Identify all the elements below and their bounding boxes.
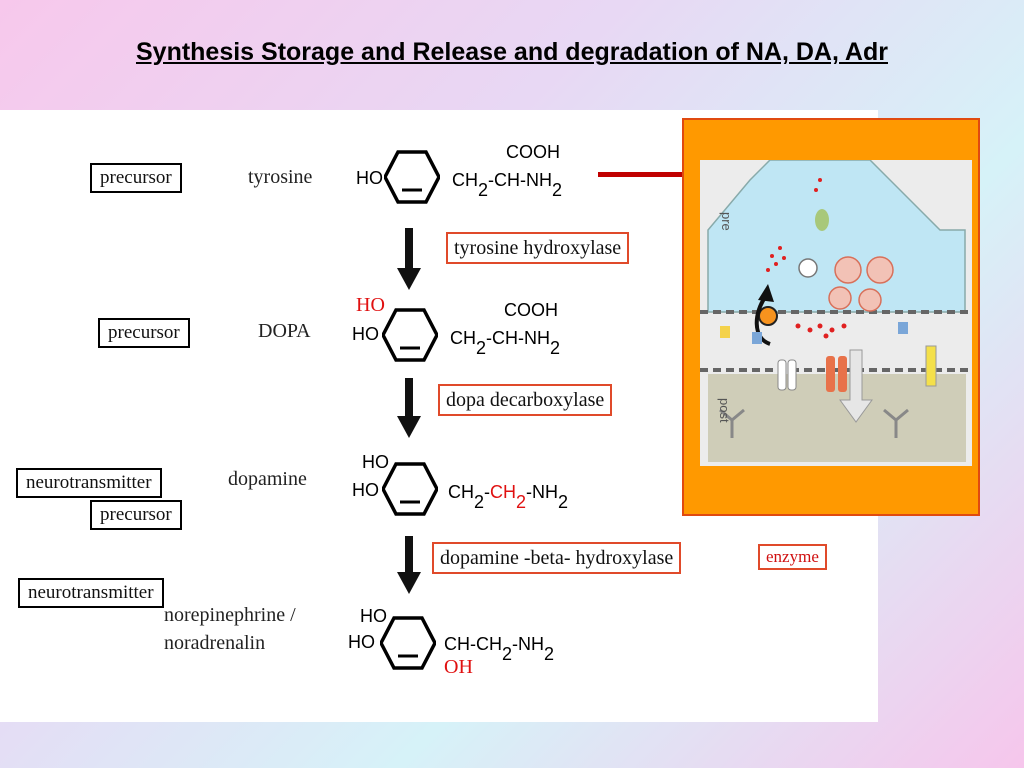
arrow-down-icon <box>397 228 421 290</box>
arrow-down-icon <box>397 378 421 438</box>
beta-hydroxyl-group: OH <box>444 656 473 678</box>
hydroxyl-group: HO <box>352 480 379 500</box>
benzene-ring-icon <box>384 150 440 204</box>
label-precursor-dopamine: precursor <box>90 500 182 530</box>
enzyme-dopa-decarboxylase: dopa decarboxylase <box>438 384 613 416</box>
benzene-ring-icon <box>380 616 436 670</box>
page-title: Synthesis Storage and Release and degrad… <box>135 38 888 66</box>
carboxyl-group: COOH <box>506 142 560 162</box>
enzyme-tag: enzyme <box>758 544 827 570</box>
side-chain-dopamine: CH2-CH2-NH2 <box>448 482 569 512</box>
benzene-ring-icon <box>382 462 438 516</box>
enzyme-tyrosine-hydroxylase: tyrosine hydroxylase <box>446 232 630 264</box>
hydroxyl-group: HO <box>362 452 389 472</box>
label-neurotransmitter-norepinephrine: neurotransmitter <box>18 578 164 608</box>
label-precursor-tyrosine: precursor <box>90 163 182 193</box>
pre-label: pre <box>719 212 734 231</box>
side-chain-dopa: CH2-CH-NH2 <box>450 328 561 358</box>
side-chain-tyrosine: CH2-CH-NH2 <box>452 170 563 200</box>
benzene-ring-icon <box>382 308 438 362</box>
hydroxyl-group: HO <box>360 606 387 626</box>
compound-tyrosine: tyrosine <box>248 166 313 188</box>
label-precursor-dopa: precursor <box>98 318 190 348</box>
arrow-down-icon <box>397 536 421 594</box>
synapse-inner-panel: pre post <box>700 159 972 466</box>
added-hydroxyl-group: HO <box>356 294 385 316</box>
hydroxyl-group: HO <box>356 168 383 188</box>
hydroxyl-group: HO <box>352 324 379 344</box>
enzyme-dopamine-beta-hydroxylase: dopamine -beta- hydroxylase <box>432 542 682 574</box>
synapse-illustration: pre post <box>700 159 972 462</box>
compound-norepinephrine: norepinephrine / <box>164 604 296 626</box>
synapse-diagram: pre post <box>682 118 980 516</box>
compound-noradrenalin: noradrenalin <box>164 632 266 654</box>
hydroxyl-group: HO <box>348 632 375 652</box>
carboxyl-group: COOH <box>504 300 558 320</box>
label-neurotransmitter-dopamine: neurotransmitter <box>16 468 162 498</box>
compound-dopamine: dopamine <box>228 468 307 490</box>
compound-dopa: DOPA <box>258 320 311 342</box>
side-chain-norepinephrine: CH-CH2-NH2 <box>444 634 555 664</box>
post-label: post <box>717 398 732 423</box>
